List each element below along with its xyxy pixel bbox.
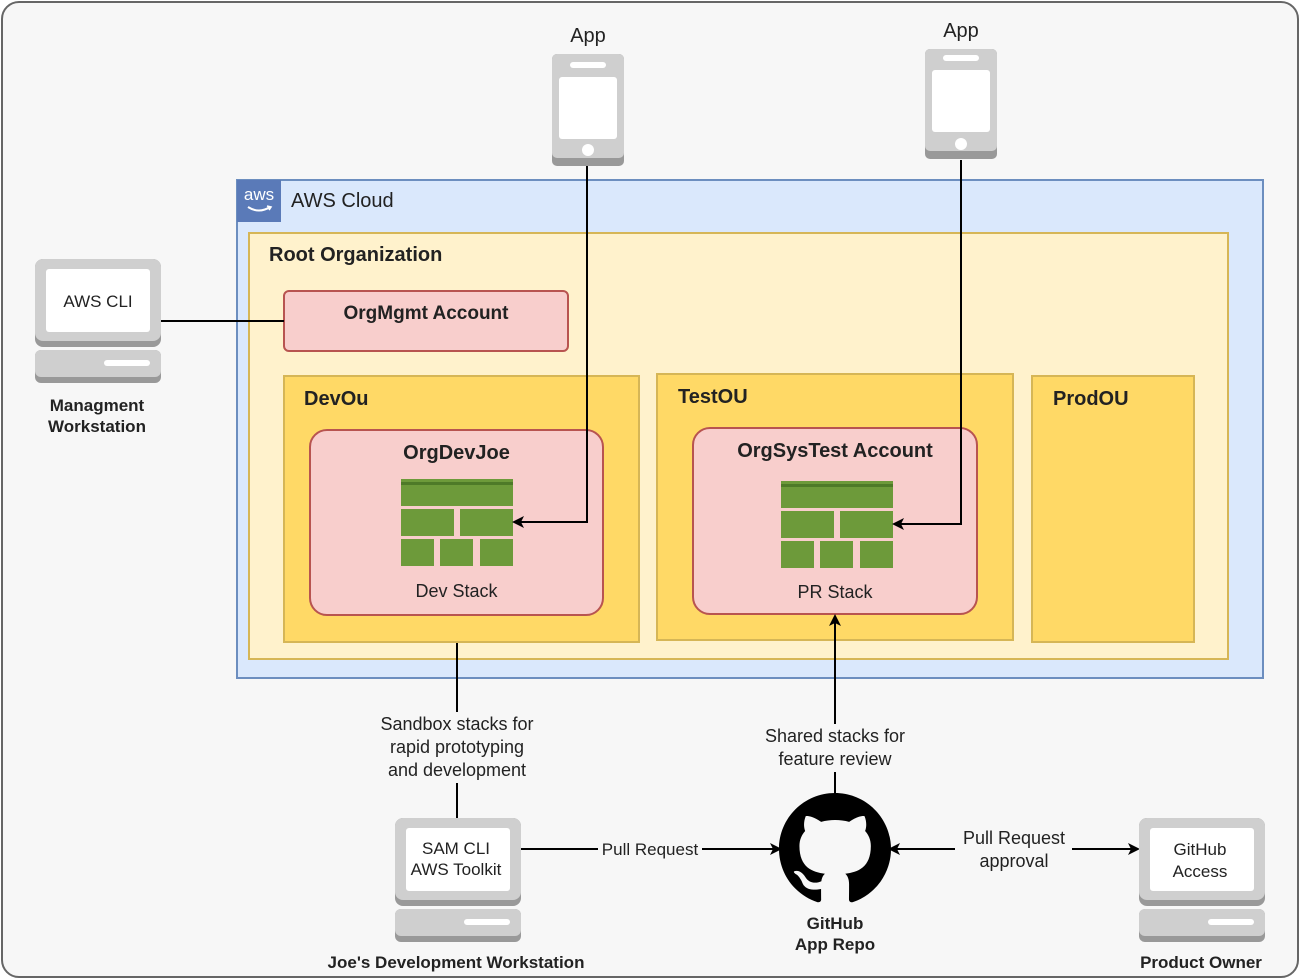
mgmt-caption-line1: Managment (49, 396, 145, 415)
orgmgmt-account (283, 290, 569, 352)
dev-stack-label: Dev Stack (415, 581, 498, 601)
joe-screen-line2: AWS Toolkit (410, 860, 502, 879)
github-icon (779, 793, 891, 903)
orgdevjoe-title: OrgDevJoe (403, 442, 510, 464)
sandbox-label-line2: rapid prototyping (389, 737, 525, 757)
pr-stack-label: PR Stack (797, 582, 873, 602)
mgmt-screen-text: AWS CLI (63, 292, 133, 311)
produ-group (1031, 375, 1195, 643)
prodou-title: ProdOU (1053, 388, 1129, 410)
app2-to-pr-stack-arrow (892, 160, 962, 530)
mobile-phone-icon (552, 54, 624, 166)
github-caption-line2: App Repo (794, 935, 876, 954)
owner-caption: Product Owner (1140, 953, 1262, 972)
app-right-label: App (943, 20, 979, 42)
pull-request-label: Pull Request (598, 838, 702, 861)
app-left-label: App (570, 25, 606, 47)
approval-label-line1: Pull Request (962, 828, 1066, 848)
joe-screen-line1: SAM CLI (421, 839, 491, 858)
aws-logo-icon: aws (237, 180, 281, 222)
shared-label-line2: feature review (778, 749, 892, 769)
root-organization-title: Root Organization (269, 244, 443, 266)
approval-label-line2: approval (979, 851, 1049, 871)
workstation-icon (35, 259, 161, 383)
orgsystest-account (692, 427, 978, 615)
pr-stack-icon (781, 481, 893, 568)
sandbox-label-line1: Sandbox stacks for (346, 713, 568, 736)
github-caption-line1: GitHub (806, 914, 864, 933)
testou-title: TestOU (678, 386, 748, 408)
aws-smile-icon (247, 205, 273, 212)
workstation-icon (395, 818, 521, 942)
sandbox-label-line3: and development (387, 760, 527, 780)
joe-caption: Joe's Development Workstation (327, 953, 585, 972)
orgsystest-title: OrgSysTest Account (737, 440, 933, 462)
workstation-icon (1139, 818, 1265, 942)
app1-to-dev-stack-arrow (512, 166, 588, 528)
owner-screen-line2: Access (1172, 862, 1228, 881)
dev-stack-icon (401, 479, 513, 566)
shared-label-line1: Shared stacks for (764, 726, 906, 746)
aws-logo-text: aws (243, 185, 275, 204)
owner-screen-line1: GitHub (1173, 840, 1227, 859)
orgmgmt-account-title: OrgMgmt Account (343, 303, 509, 324)
mobile-phone-icon (925, 49, 997, 159)
aws-cloud-label: AWS Cloud (291, 190, 394, 212)
mgmt-caption-line2: Workstation (48, 417, 146, 436)
devou-title: DevOu (304, 388, 369, 410)
